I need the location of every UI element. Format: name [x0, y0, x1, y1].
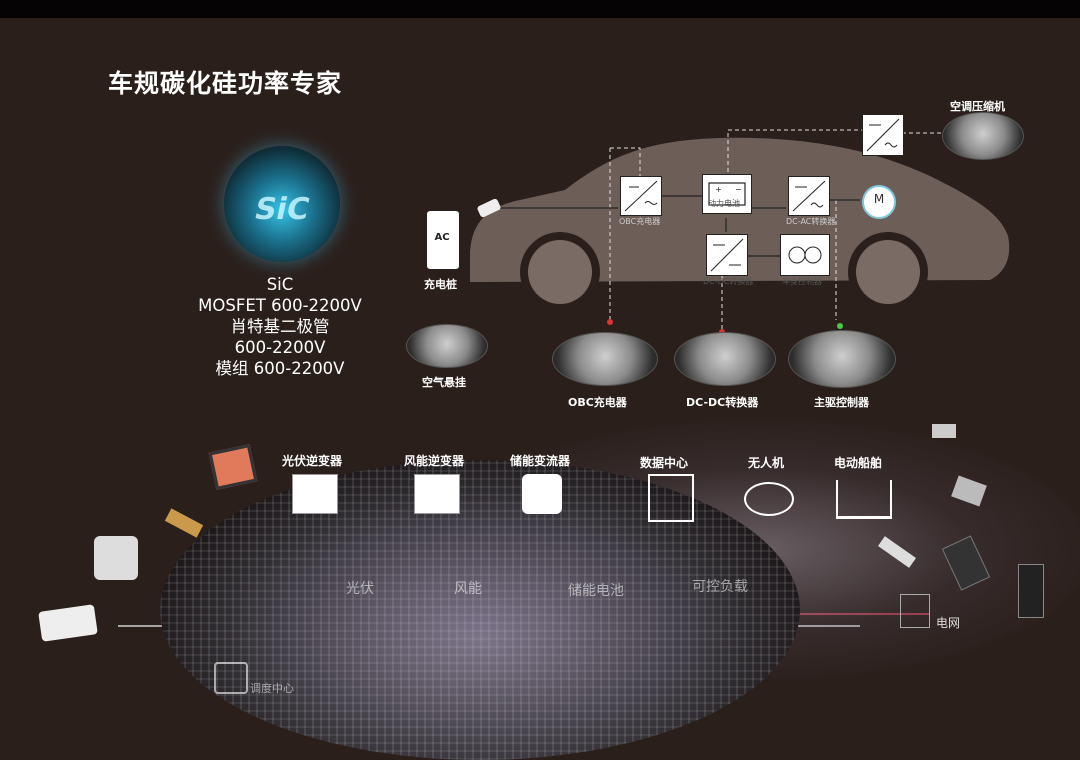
power-grid-tower-icon	[900, 594, 930, 628]
sic-spec-line: SiC	[266, 275, 294, 294]
dispatch-center-icon	[214, 662, 248, 694]
storage-converter-icon	[522, 474, 562, 514]
module-component-icon	[94, 536, 138, 580]
sic-wafer-image	[160, 460, 800, 760]
air-suspension-photo	[406, 324, 488, 368]
ac-compressor-photo	[942, 112, 1024, 160]
ac-compressor-block-icon	[862, 114, 904, 156]
motor-icon	[862, 185, 896, 219]
main-controller-label: 主驱控制器	[814, 396, 869, 409]
obc-block-label: OBC充电器	[619, 217, 661, 226]
ship-icon	[836, 480, 892, 519]
dcdc-converter-photo	[674, 332, 776, 386]
sic-spec-line: 600-2200V	[234, 338, 326, 357]
grid-label-wind: 风能	[454, 581, 482, 597]
grid-label-dispatch-center: 调度中心	[250, 682, 294, 695]
sic-specs: SiC MOSFET 600-2200V 肖特基二极管 600-2200V 模组…	[180, 274, 380, 379]
obc-block-icon	[620, 176, 662, 216]
air-suspension-label: 空气悬挂	[422, 376, 466, 389]
solar-inverter-icon	[292, 474, 338, 514]
dcdc-block-icon	[706, 234, 748, 276]
app-label-ship: 电动船舶	[834, 456, 883, 470]
battery-block-label: 动力电池	[708, 199, 740, 208]
body-controller-label: 车身控制器	[782, 277, 822, 286]
grid-label-storage-battery: 储能电池	[568, 583, 624, 599]
app-label-data-center: 数据中心	[640, 456, 689, 470]
app-label-wind-inverter: 风能逆变器	[404, 454, 465, 468]
motor-label: M	[873, 192, 885, 206]
app-label-drone: 无人机	[748, 456, 785, 470]
chip-component-icon	[932, 424, 956, 438]
sic-spec-line: MOSFET 600-2200V	[198, 296, 362, 315]
body-controller-icon	[780, 234, 830, 276]
top-bar	[0, 0, 1080, 18]
ac-compressor-label: 空调压缩机	[950, 100, 1005, 113]
charging-pile-ac: AC	[434, 232, 450, 243]
obc-charger-label: OBC充电器	[568, 396, 627, 409]
drone-icon	[744, 482, 794, 516]
sic-spec-line: 模组 600-2200V	[215, 359, 345, 378]
data-center-icon	[648, 474, 694, 522]
grid-label-solar: 光伏	[346, 581, 374, 597]
charging-pile-icon	[426, 210, 460, 270]
grid-label-power-grid: 电网	[936, 616, 961, 630]
obc-charger-photo	[552, 332, 658, 386]
page-title: 车规碳化硅功率专家	[108, 69, 343, 98]
svg-text:+: +	[715, 185, 722, 194]
svg-text:−: −	[735, 185, 742, 194]
sic-chip-image: SiC	[224, 146, 340, 262]
battery-block-icon: +−	[702, 174, 752, 214]
dcdc-block-label: DC-DC转换器	[703, 277, 754, 286]
grid-label-controllable-load: 可控负载	[692, 579, 748, 595]
dcac-block-icon	[788, 176, 830, 216]
wind-inverter-icon	[414, 474, 460, 514]
charging-pile-label: 充电桩	[424, 278, 457, 291]
app-label-solar-inverter: 光伏逆变器	[282, 454, 343, 468]
dcac-block-label: DC-AC转换器	[786, 217, 836, 226]
dcdc-converter-label: DC-DC转换器	[686, 396, 759, 409]
transistor-component-icon	[1018, 564, 1044, 618]
main-controller-photo	[788, 330, 896, 388]
app-label-storage-converter: 储能变流器	[510, 454, 571, 468]
sic-spec-line: 肖特基二极管	[230, 317, 330, 336]
